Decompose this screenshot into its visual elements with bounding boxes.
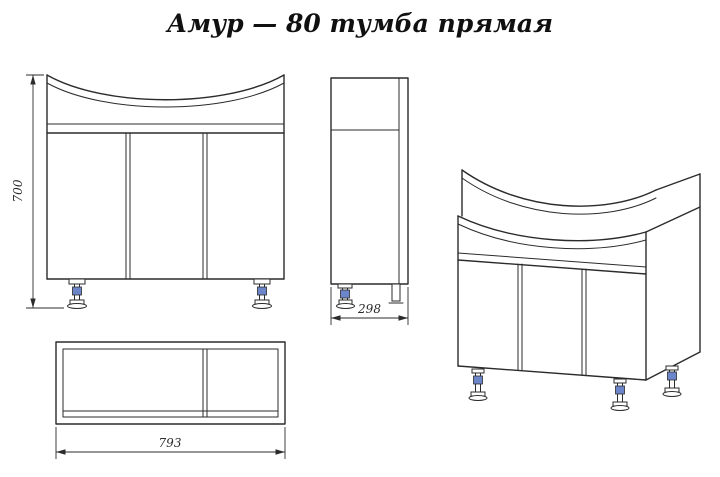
- foot-adjuster: [340, 289, 350, 299]
- arrowhead-left: [56, 449, 66, 455]
- foot-adjuster: [667, 371, 677, 381]
- side-top-edge-3d: [645, 206, 701, 233]
- front-rim-curve-inner: [457, 223, 647, 250]
- perspective-front-left-foot: [468, 368, 488, 401]
- bottom-inner-outline: [62, 348, 279, 418]
- foot-base: [662, 391, 682, 397]
- depth-dimension-label: 298: [357, 302, 381, 316]
- bottom-outline: [55, 341, 286, 425]
- height-dimension-label: 700: [11, 179, 25, 202]
- foot-mount: [613, 378, 627, 384]
- side-back-foot: [388, 283, 404, 304]
- foot-stem: [391, 283, 401, 302]
- foot-mount: [68, 278, 86, 285]
- foot-mount: [665, 365, 679, 371]
- bottom-view: [55, 341, 286, 425]
- rail-bottom-3d: [457, 259, 647, 275]
- foot-base: [67, 303, 87, 309]
- foot-base: [610, 405, 630, 411]
- side-outline: [330, 77, 409, 285]
- foot-base: [468, 395, 488, 401]
- foot-mount: [337, 283, 353, 289]
- back-panel-top-right-edge: [655, 173, 701, 191]
- arrowhead-left: [331, 315, 341, 321]
- perspective-front-right-foot: [610, 378, 630, 411]
- arrowhead-right: [275, 449, 285, 455]
- front-left-foot: [67, 278, 87, 309]
- width-dimension-label: 793: [159, 436, 182, 450]
- front-bottom-edge-3d: [457, 365, 647, 381]
- foot-mount: [253, 278, 271, 285]
- front-right-foot: [252, 278, 272, 309]
- height-dimension: 700: [11, 74, 64, 309]
- depth-dimension: 298: [330, 287, 409, 325]
- front-top-curve-inner: [46, 82, 285, 108]
- arrowhead-top: [30, 75, 36, 85]
- foot-adjuster: [615, 385, 625, 395]
- front-top-curve-outer: [46, 74, 285, 101]
- perspective-view: [457, 169, 701, 411]
- back-panel-curve-inner: [461, 177, 657, 215]
- width-dimension: 793: [55, 427, 286, 459]
- foot-adjuster: [257, 286, 267, 296]
- side-front-foot: [336, 283, 355, 309]
- rail-top-3d: [457, 252, 647, 268]
- foot-mount: [471, 368, 485, 374]
- arrowhead-bottom: [30, 298, 36, 308]
- foot-base: [336, 303, 355, 309]
- foot-adjuster: [72, 286, 82, 296]
- foot-adjuster: [473, 375, 483, 385]
- front-rim-curve-outer: [457, 215, 647, 242]
- side-view: [330, 77, 409, 309]
- arrowhead-right: [398, 315, 408, 321]
- perspective-back-right-foot: [662, 365, 682, 397]
- front-view: [46, 74, 285, 309]
- back-panel-curve-outer: [461, 169, 657, 207]
- foot-base: [252, 303, 272, 309]
- page-title: Амур — 80 тумба прямая: [165, 9, 553, 38]
